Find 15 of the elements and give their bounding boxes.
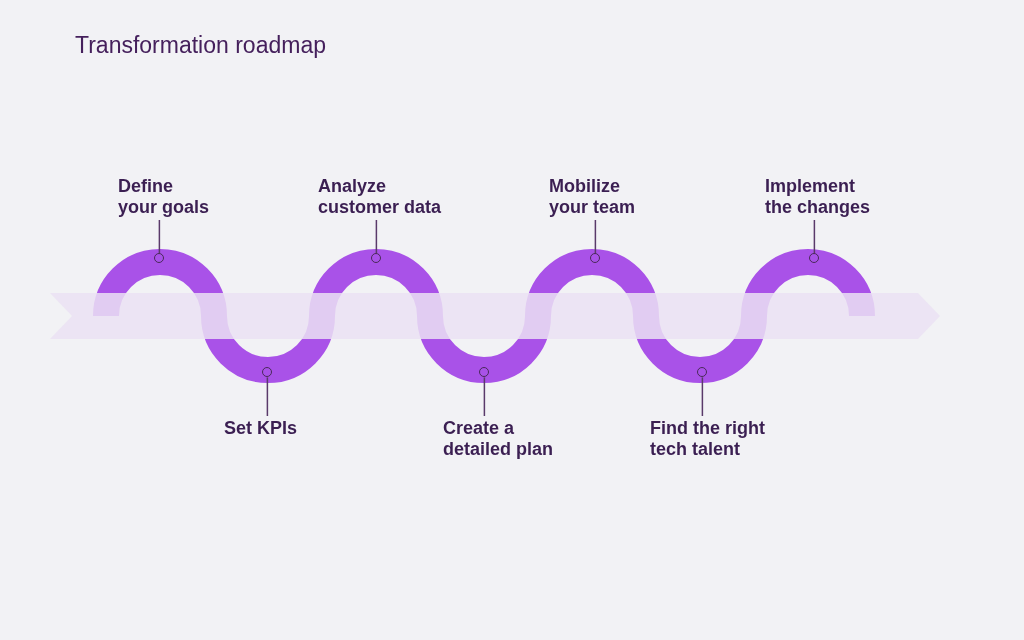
leader-line (701, 376, 704, 417)
step-label: Create a detailed plan (443, 418, 561, 460)
leader-line (158, 219, 161, 255)
step-label: Define your goals (118, 176, 214, 218)
step-label: Implement the changes (765, 176, 877, 218)
step-label: Mobilize your team (549, 176, 644, 218)
step-label: Find the right tech talent (650, 418, 775, 460)
step-label: Set KPIs (224, 418, 344, 439)
leader-line (483, 376, 486, 417)
leader-line (266, 376, 269, 417)
leader-line (375, 219, 378, 255)
step-label: Analyze customer data (318, 176, 448, 218)
leader-line (594, 219, 597, 255)
leader-line (813, 219, 816, 255)
title: Transformation roadmap (75, 32, 326, 59)
